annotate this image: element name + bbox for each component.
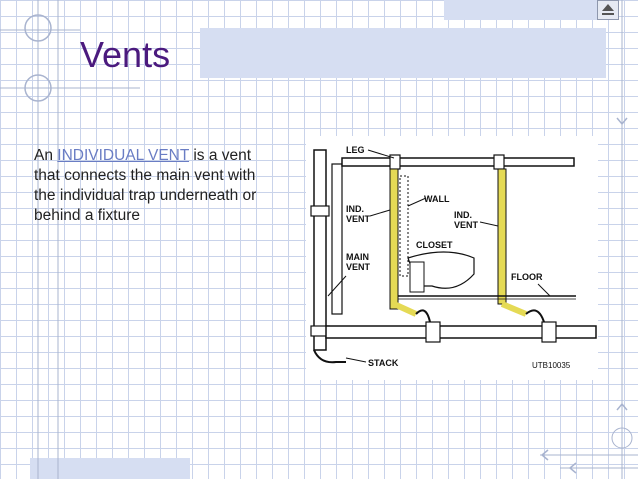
leg-pipe (341, 157, 575, 167)
body-text: An INDIVIDUAL VENT is a vent that connec… (34, 146, 274, 226)
drain-pipe (325, 325, 597, 339)
ind-vent-left (389, 168, 399, 310)
individual-vent-link[interactable]: INDIVIDUAL VENT (57, 147, 190, 164)
title-band (200, 28, 606, 78)
label-ind-vent-right-1: IND. (454, 210, 472, 220)
slide-title: Vents (80, 34, 171, 75)
label-main-vent-1: MAIN (346, 252, 369, 262)
label-ind-vent-left-1: IND. (346, 204, 364, 214)
body-suffix: is a vent that connects the main vent wi… (34, 147, 257, 224)
label-code: UTB10035 (532, 361, 571, 370)
label-leg: LEG (346, 145, 365, 155)
body-prefix: An (34, 147, 58, 164)
scroll-up-button[interactable] (597, 0, 619, 20)
main-vent-pipe (313, 149, 327, 351)
label-closet: CLOSET (416, 240, 453, 250)
header-band (444, 0, 610, 20)
ind-vent-right (497, 168, 507, 305)
label-wall: WALL (424, 194, 450, 204)
label-stack: STACK (368, 358, 399, 368)
label-main-vent-2: VENT (346, 262, 371, 272)
label-ind-vent-left-2: VENT (346, 214, 371, 224)
footer-band (30, 458, 190, 479)
label-floor: FLOOR (511, 272, 543, 282)
plumbing-figure: LEG IND. VENT WALL IND. VENT CLOSET MAIN… (306, 136, 598, 380)
label-ind-vent-right-2: VENT (454, 220, 479, 230)
scroll-up-icon (602, 4, 614, 15)
plumbing-diagram: LEG IND. VENT WALL IND. VENT CLOSET MAIN… (310, 145, 597, 370)
